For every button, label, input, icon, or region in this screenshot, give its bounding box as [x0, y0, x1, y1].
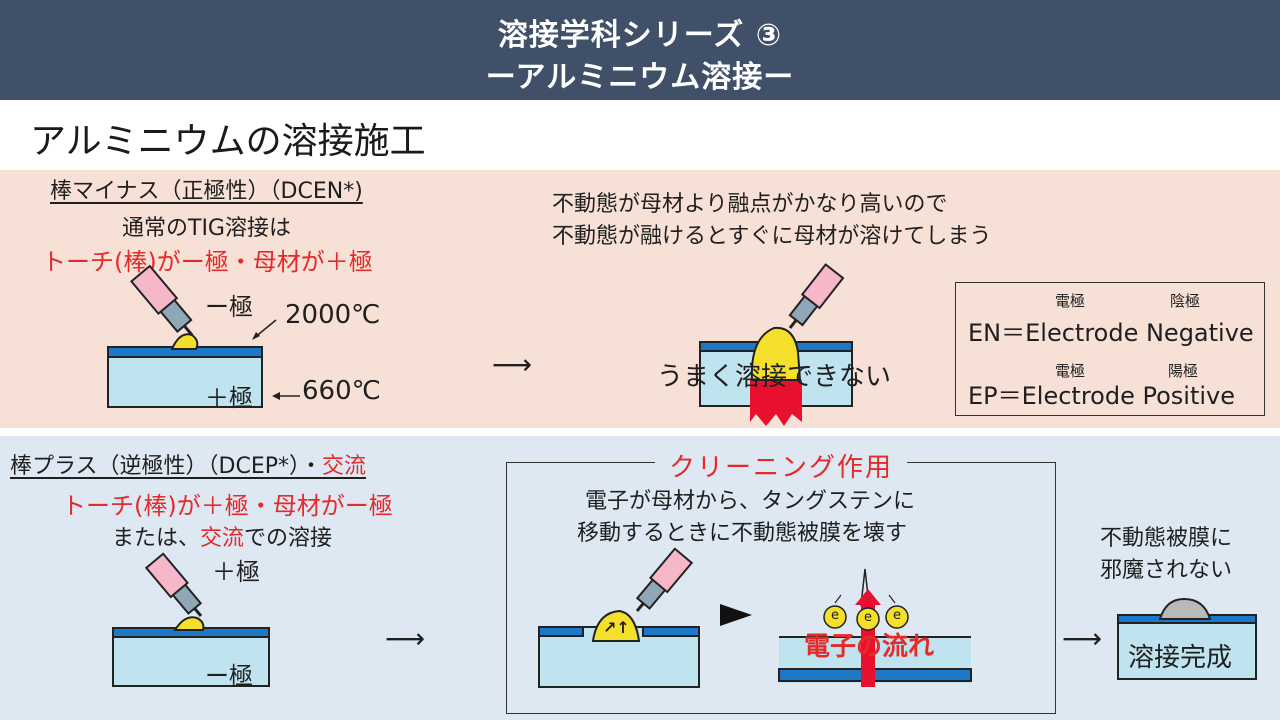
legend-ep-electrode: 電極 [1055, 362, 1086, 380]
dcep-alt-post: での溶接 [244, 526, 333, 551]
result-arrow: ⟶ [1062, 622, 1103, 655]
torch-icon [788, 263, 845, 329]
cleaning-title: クリーニング作用 [655, 447, 908, 484]
result-text-1: 不動態被膜に [1100, 526, 1233, 551]
pointer-arrow-icon [252, 319, 277, 340]
dcep-alt-text: または、交流での溶接 [112, 520, 332, 552]
electron-icon [823, 605, 847, 629]
dcen-desc-2: 不動態が融けるとすぐに母材が溶けてしまう [552, 224, 992, 249]
dcep-alt-pre: または、 [112, 526, 201, 551]
weld-bead [170, 333, 199, 350]
electron-flow-label: 電子の流れ [804, 632, 935, 662]
dcep-weld-illustration [112, 552, 270, 687]
dcen-polarity-text: トーチ(棒)がー極・母材が＋極 [42, 248, 373, 276]
cleaning-desc-2: 移動するときに不動態被膜を壊す [577, 521, 908, 546]
completed-weld-illustration [1117, 597, 1257, 680]
legend-ep-positive-jp: 陽極 [1168, 362, 1199, 380]
dcep-alt-ac: 交流 [200, 526, 245, 551]
dcep-heading: 棒プラス（逆極性）（DCEP*）・交流 [10, 448, 366, 480]
electron-icon [856, 607, 880, 631]
finished-bead [1158, 597, 1212, 620]
dcen-temp-oxide: 2000℃ [285, 300, 381, 330]
dcen-line1: 通常のTIG溶接は [122, 216, 291, 241]
series-subtitle: ーアルミニウム溶接ー [485, 60, 795, 95]
torch-icon [129, 264, 194, 336]
weld-bead [591, 609, 641, 642]
weld-bead [750, 326, 802, 381]
dcep-heading-text: 棒プラス（逆極性）（DCEP*）・ [10, 454, 323, 479]
electron-label-2: e [864, 610, 872, 625]
polarity-legend [955, 282, 1265, 416]
weld-complete-label: 溶接完成 [1128, 643, 1233, 673]
legend-en-negative-jp: 陰極 [1170, 292, 1201, 310]
pointer-arrow-icon [272, 392, 300, 400]
dcen-temp-base: 660℃ [302, 376, 381, 406]
torch-icon [635, 547, 694, 612]
torch-icon [144, 552, 203, 617]
melt-through [750, 380, 802, 426]
dcen-base-plus: ＋極 [205, 384, 253, 412]
page-title: アルミニウムの溶接施工 [30, 121, 426, 162]
next-step-triangle-icon [720, 604, 752, 626]
dcen-desc-1: 不動態が母材より融点がかなり高いので [552, 192, 948, 217]
series-title: 溶接学科シリーズ ③ [497, 18, 783, 53]
dcep-base-minus: ー極 [205, 662, 253, 690]
electron-label-1: e [831, 608, 839, 623]
dcen-electrode-minus: ー極 [205, 293, 253, 321]
header-bar: 溶接学科シリーズ ③ ーアルミニウム溶接ー [0, 0, 1280, 100]
legend-ep: EP＝Electrode Positive [968, 382, 1236, 410]
dcen-weld-illustration [107, 264, 263, 408]
electron-label-3: e [893, 608, 901, 623]
result-text-2: 邪魔されない [1100, 558, 1233, 583]
dcep-polarity-text: トーチ(棒)が＋極・母材がー極 [62, 492, 393, 520]
dcen-failed-weld-illustration [699, 263, 853, 426]
dcep-flow-arrow: ⟶ [385, 622, 426, 655]
dcen-heading: 棒マイナス（正極性）（DCEN*) [50, 179, 363, 204]
dcep-electrode-plus: ＋極 [212, 558, 260, 586]
electron-icon [885, 605, 909, 629]
cleaning-arc-illustration [538, 547, 700, 688]
dcep-heading-ac: 交流 [322, 454, 367, 479]
weld-bead [173, 616, 205, 631]
dcen-result: うまく溶接できない [657, 362, 892, 392]
arc-mark: ↗↑ [603, 618, 630, 637]
legend-en-electrode: 電極 [1055, 292, 1086, 310]
dcen-flow-arrow: ⟶ [492, 348, 533, 381]
cleaning-desc-1: 電子が母材から、タングステンに [585, 489, 916, 514]
electron-flow-illustration [778, 568, 972, 687]
legend-en: EN＝Electrode Negative [968, 319, 1254, 347]
